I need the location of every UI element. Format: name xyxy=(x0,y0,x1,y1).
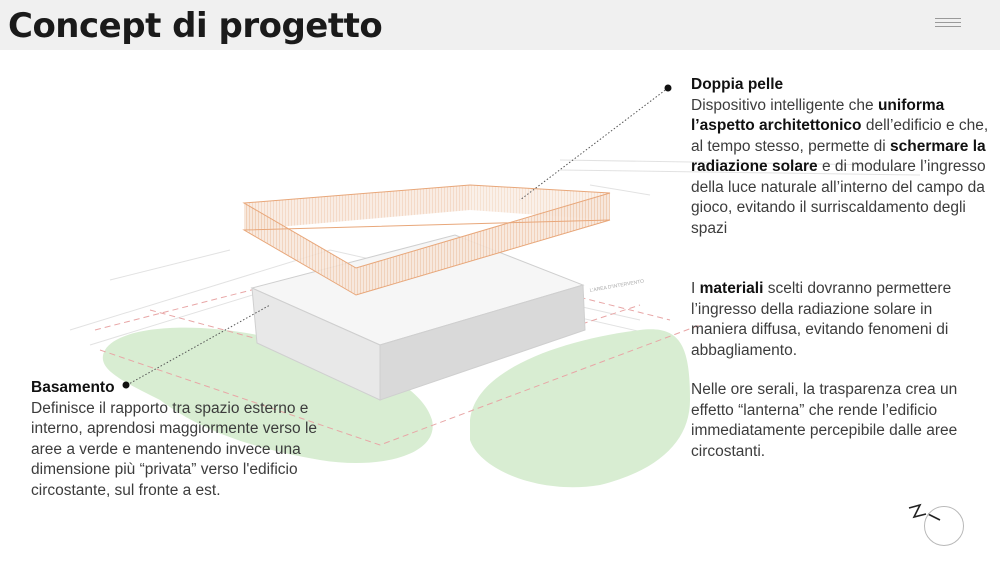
hamburger-icon[interactable] xyxy=(935,18,961,30)
leader-lines xyxy=(126,87,669,386)
concept-diagram: L'AREA D'INTERVENTO xyxy=(69,84,921,488)
basamento-text: Definisce il rapporto tra spazio esterno… xyxy=(31,399,318,499)
basamento-volume xyxy=(250,234,586,401)
lanterna-text: Nelle ore serali, la trasparenza crea un… xyxy=(691,381,958,460)
leader-dot-basamento xyxy=(122,381,130,389)
doppia-pelle-heading: Doppia pelle xyxy=(691,76,784,93)
basamento-heading: Basamento xyxy=(31,379,115,396)
doppia-pelle-frame xyxy=(242,184,611,296)
materiali-text: I materiali scelti dovranno permettere l… xyxy=(691,280,952,359)
header-bar: Concept di progetto xyxy=(0,0,1000,50)
green-area-right xyxy=(470,329,690,488)
doppia-pelle-block: Doppia pelle Dispositivo intelligente ch… xyxy=(691,75,991,239)
page-title: Concept di progetto xyxy=(8,6,383,46)
leader-dot-doppia xyxy=(664,84,672,92)
doppia-pelle-text: Dispositivo intelligente che uniforma l’… xyxy=(691,96,989,237)
compass-circle xyxy=(924,506,964,546)
basamento-block: Basamento Definisce il rapporto tra spaz… xyxy=(31,378,321,501)
plan-label: L'AREA D'INTERVENTO xyxy=(589,278,644,293)
